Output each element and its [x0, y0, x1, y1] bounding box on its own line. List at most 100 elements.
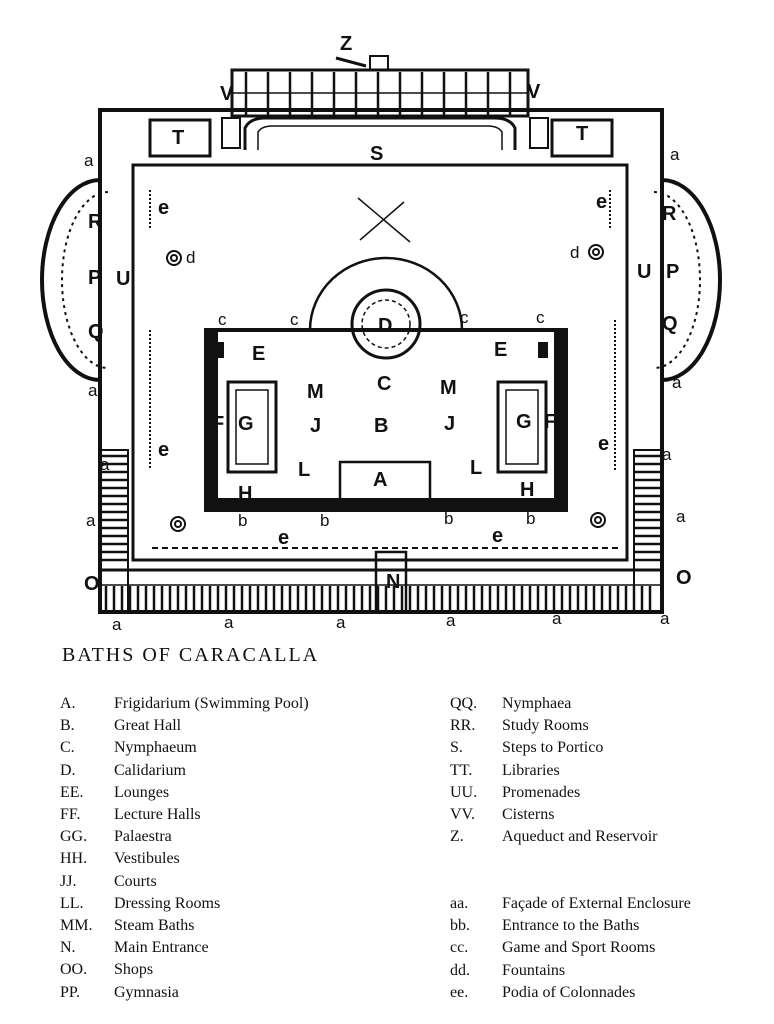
label-a-14: a: [660, 609, 670, 628]
label-U-left: U: [116, 268, 130, 290]
label-R-right: R: [662, 203, 677, 225]
label-a-7: a: [86, 511, 96, 530]
legend-key: LL.: [60, 894, 84, 912]
label-a-5: a: [100, 455, 110, 474]
label-L-right: L: [470, 457, 482, 479]
legend-key: VV.: [450, 806, 476, 824]
legend-text: Gymnasia: [114, 983, 179, 1001]
legend-right: QQ.Nymphaea RR.Study Rooms S. Steps to Po…: [450, 693, 658, 848]
palaestra-left: [226, 380, 278, 474]
label-T-right: T: [576, 123, 588, 145]
label-L-left: L: [298, 459, 310, 481]
label-e-2: e: [596, 191, 607, 213]
legend-key: C.: [60, 739, 75, 757]
plan-title: BATHS OF CARACALLA: [62, 644, 320, 666]
legend-key: D.: [60, 761, 76, 779]
legend-row: PP.Gymnasia: [60, 982, 309, 1004]
label-e-6: e: [492, 525, 503, 547]
legend-row: RR.Study Rooms: [450, 715, 658, 737]
label-e-3: e: [158, 439, 169, 461]
legend-text: Vestibules: [114, 850, 180, 868]
label-a-2: a: [670, 145, 680, 164]
legend-row: bb.Entrance to the Baths: [450, 915, 691, 937]
legend-key: GG.: [60, 828, 88, 846]
legend-key: Z.: [450, 828, 464, 846]
label-V-left: V: [220, 83, 234, 105]
right-shops-strip: [633, 449, 663, 613]
label-E-left: E: [252, 343, 265, 365]
legend-key: MM.: [60, 917, 93, 935]
legend-key: cc.: [450, 939, 469, 957]
label-G-right: G: [516, 411, 532, 433]
label-G-left: G: [238, 413, 254, 435]
legend-key: QQ.: [450, 695, 478, 712]
inner-precinct: [131, 163, 629, 562]
legend-key: N.: [60, 939, 76, 957]
label-e-1: e: [158, 197, 169, 219]
legend-row: A. Frigidarium (Swimming Pool): [60, 693, 309, 715]
legend-text: Calidarium: [114, 761, 186, 779]
legend-row: EE.Lounges: [60, 782, 309, 804]
legend-text: Podia of Colonnades: [502, 983, 636, 1001]
label-a-4: a: [672, 373, 682, 392]
legend-key: JJ.: [60, 872, 77, 890]
legend-row: JJ. Courts: [60, 871, 309, 893]
legend-text: Libraries: [502, 761, 560, 779]
palaestra-right: [496, 380, 548, 474]
legend-row: QQ.Nymphaea: [450, 693, 658, 715]
fountain-4: [590, 512, 606, 528]
legend-row: UU.Promenades: [450, 782, 658, 804]
label-a-12: a: [446, 611, 456, 630]
label-b-4: b: [526, 509, 535, 528]
legend-key: dd.: [450, 961, 470, 979]
legend-text: Game and Sport Rooms: [502, 939, 656, 957]
label-b-1: b: [238, 511, 247, 530]
label-O-left: O: [84, 573, 100, 595]
legend-key: aa.: [450, 895, 469, 912]
label-a-3: a: [88, 381, 98, 400]
legend-text: Frigidarium (Swimming Pool): [114, 695, 309, 712]
legend-key: A.: [60, 695, 76, 712]
label-e-5: e: [278, 527, 289, 549]
label-b-3: b: [444, 509, 453, 528]
label-a-8: a: [676, 507, 686, 526]
legend-key: HH.: [60, 850, 88, 868]
legend-text: Shops: [114, 961, 154, 979]
label-Q-left: Q: [88, 321, 104, 343]
left-shops-strip: [99, 449, 129, 613]
legend-row: B.Great Hall: [60, 715, 309, 737]
outer-enclosure: [98, 108, 664, 614]
label-F-right: F: [544, 411, 556, 433]
cistern-right: [529, 117, 549, 149]
label-a-9: a: [112, 615, 122, 634]
label-d-2: d: [570, 243, 579, 262]
legend-row: HH. Vestibules: [60, 848, 309, 870]
label-a-6: a: [662, 445, 672, 464]
legend-text: Steps to Portico: [502, 739, 604, 757]
legend-row: S. Steps to Portico: [450, 737, 658, 759]
exedra-right: [661, 178, 722, 382]
legend-key: bb.: [450, 917, 470, 935]
legend-text: Main Entrance: [114, 939, 209, 957]
legend-text: Courts: [114, 872, 157, 890]
legend-text: Promenades: [502, 783, 581, 801]
legend-text: Lecture Halls: [114, 806, 201, 824]
label-Q-right: Q: [662, 313, 678, 335]
fountain-3: [170, 516, 186, 532]
calidarium: [350, 288, 422, 360]
label-d-1: d: [186, 248, 195, 267]
label-C: C: [377, 373, 391, 395]
legend-text: Steam Baths: [114, 917, 195, 935]
legend-row: FF. Lecture Halls: [60, 804, 309, 826]
legend-text: Façade of External Enclosure: [502, 895, 691, 912]
legend-key: RR.: [450, 717, 476, 735]
legend-key: FF.: [60, 806, 81, 824]
aqueduct: [335, 56, 367, 68]
legend-key: S.: [450, 739, 463, 757]
library-left: [148, 118, 212, 158]
label-S: S: [370, 143, 383, 165]
label-F-left: F: [212, 413, 224, 435]
legend-left: A. Frigidarium (Swimming Pool) B.Great Ha…: [60, 693, 309, 1004]
legend-key: ee.: [450, 983, 469, 1001]
legend-text: Dressing Rooms: [114, 894, 221, 912]
